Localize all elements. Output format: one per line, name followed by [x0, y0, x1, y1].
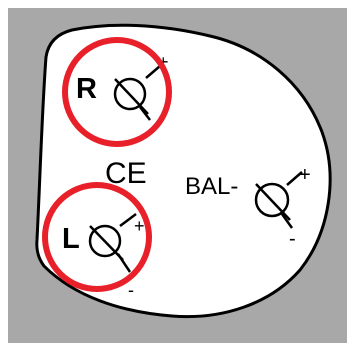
trimmer-knob-icon	[254, 182, 290, 218]
trimmer-slot	[114, 78, 149, 115]
left-trimmer[interactable]: L + -	[62, 213, 145, 300]
lead-plus	[286, 171, 303, 186]
right-trimmer[interactable]: R + -	[76, 52, 169, 140]
trimmer-knob-icon	[88, 224, 122, 258]
minus-sign: -	[289, 228, 296, 250]
trimmer-slot	[89, 225, 124, 261]
plus-sign: +	[299, 164, 311, 186]
left-channel-label: L	[62, 223, 80, 255]
plus-sign: +	[158, 52, 169, 72]
highlight-circle-left	[42, 182, 152, 292]
plus-sign: +	[134, 216, 145, 236]
trimmer-slot	[255, 183, 291, 221]
lead-plus	[119, 213, 137, 227]
faceplate-panel	[35, 23, 332, 319]
balance-trimmer[interactable]: BAL- + -	[185, 164, 311, 250]
balance-label: BAL-	[185, 173, 238, 200]
right-channel-label: R	[76, 73, 97, 105]
highlight-circle-right	[62, 37, 172, 147]
minus-sign: -	[128, 280, 134, 300]
lead-minus	[116, 253, 132, 273]
trimmer-knob-icon	[113, 77, 147, 111]
lead-minus	[139, 106, 151, 121]
lead-plus	[145, 65, 161, 79]
lead-minus	[280, 213, 294, 229]
